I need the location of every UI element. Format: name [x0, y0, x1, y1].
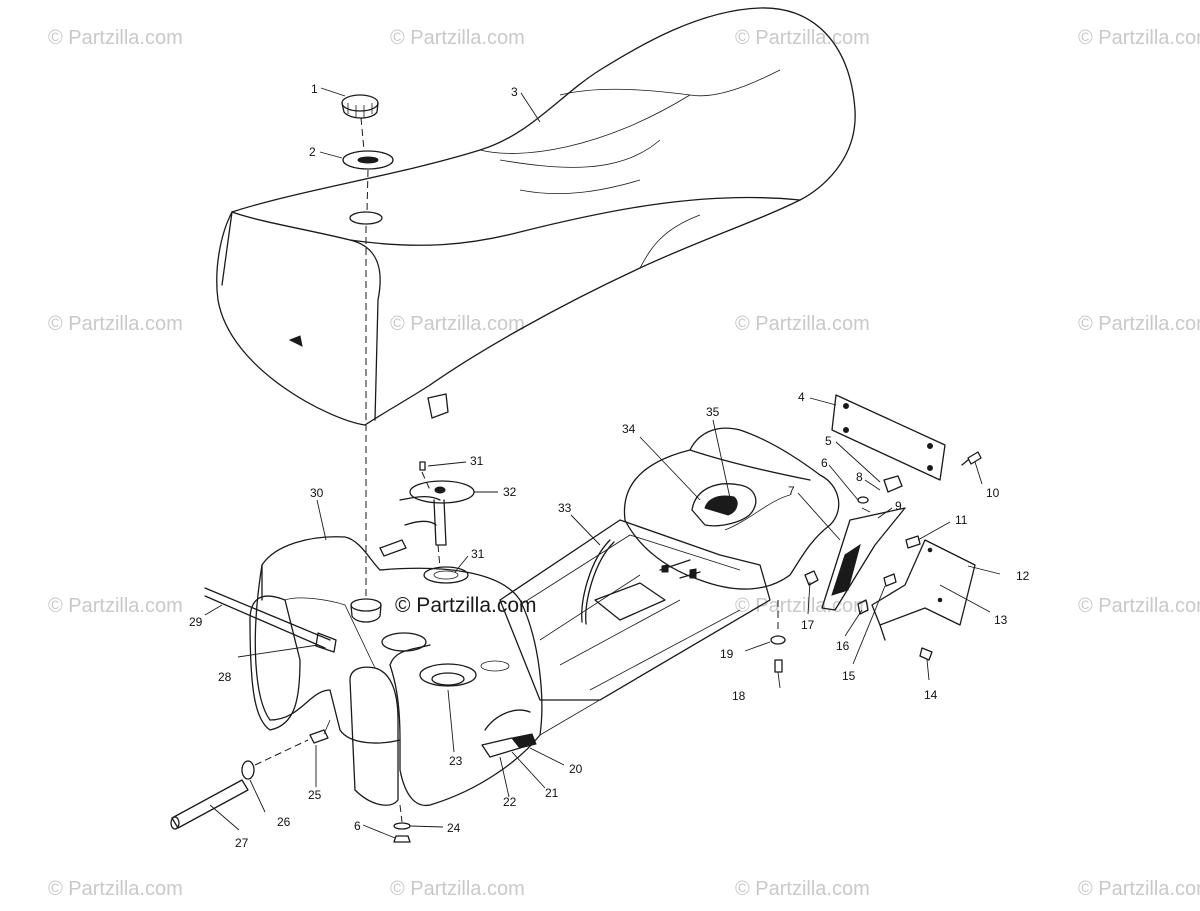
callout-34: 34	[622, 422, 636, 436]
watermark-text: © Partzilla.com	[48, 878, 183, 900]
callout-21: 21	[545, 786, 559, 800]
center-watermark: © Partzilla.com	[395, 594, 537, 617]
watermark-text: © Partzilla.com	[735, 878, 870, 900]
callout-3: 3	[511, 85, 518, 99]
watermark-text: © Partzilla.com	[1078, 595, 1200, 617]
watermark-text: © Partzilla.com	[1078, 27, 1200, 49]
callout-6: 6	[354, 819, 361, 833]
fuel-cap	[341, 94, 379, 119]
callout-18: 18	[732, 689, 746, 703]
callout-28: 28	[218, 670, 232, 684]
callout-9: 9	[895, 499, 902, 513]
oil-hose-edge	[585, 541, 615, 625]
watermark-text: © Partzilla.com	[735, 27, 870, 49]
watermark-text: © Partzilla.com	[735, 595, 870, 617]
tie-rod-ends	[661, 564, 697, 579]
callout-19: 19	[720, 647, 734, 661]
bracket-9	[821, 507, 906, 611]
callout-8: 8	[856, 470, 863, 484]
fuel-hose	[170, 739, 309, 830]
watermark-text: © Partzilla.com	[1078, 878, 1200, 900]
callout-17: 17	[801, 618, 815, 632]
watermarks: © Partzilla.com © Partzilla.com © Partzi…	[48, 27, 1200, 900]
watermark-text: © Partzilla.com	[48, 27, 183, 49]
callout-31: 31	[470, 454, 484, 468]
watermark-text: © Partzilla.com	[390, 313, 525, 335]
watermark-text: © Partzilla.com	[48, 313, 183, 335]
callout-4: 4	[798, 390, 805, 404]
gasket	[342, 150, 394, 170]
callouts: 1 2 3 4 5 6 7 8 9 10 11 12 13 14 15 16 1…	[189, 82, 1030, 850]
callout-35: 35	[706, 405, 720, 419]
callout-32: 32	[503, 485, 517, 499]
callout-33: 33	[558, 501, 572, 515]
watermark-text: © Partzilla.com	[1078, 313, 1200, 335]
callout-14: 14	[924, 688, 938, 702]
callout-25: 25	[308, 788, 322, 802]
callout-20: 20	[569, 762, 583, 776]
callout-29: 29	[189, 615, 203, 629]
fuel-pump	[379, 461, 475, 584]
callout-24: 24	[447, 821, 461, 835]
oil-tank	[623, 427, 840, 590]
callout-2: 2	[309, 145, 316, 159]
watermark-text: © Partzilla.com	[390, 878, 525, 900]
bracket-12	[871, 539, 976, 641]
watermark-text: © Partzilla.com	[390, 27, 525, 49]
watermark-text: © Partzilla.com	[735, 313, 870, 335]
callout-27: 27	[235, 836, 249, 850]
fasteners	[393, 451, 982, 843]
leader-lines	[204, 87, 1001, 839]
watermark-text: © Partzilla.com	[48, 595, 183, 617]
callout-13: 13	[994, 613, 1008, 627]
callout-30: 30	[310, 486, 324, 500]
callout-7: 7	[788, 484, 795, 498]
callout-15: 15	[842, 669, 856, 683]
callout-23: 23	[449, 754, 463, 768]
callout-31: 31	[471, 547, 485, 561]
callout-6: 6	[821, 456, 828, 470]
seat	[216, 7, 856, 426]
callout-12: 12	[1016, 569, 1030, 583]
oil-hose	[581, 539, 611, 623]
callout-10: 10	[986, 486, 1000, 500]
callout-5: 5	[825, 434, 832, 448]
license-plate	[831, 394, 946, 493]
callout-26: 26	[277, 815, 291, 829]
callout-1: 1	[311, 82, 318, 96]
callout-22: 22	[503, 795, 517, 809]
chassis-tray	[499, 519, 771, 736]
callout-16: 16	[836, 639, 850, 653]
callout-11: 11	[955, 513, 968, 527]
fuel-tank	[204, 536, 543, 807]
